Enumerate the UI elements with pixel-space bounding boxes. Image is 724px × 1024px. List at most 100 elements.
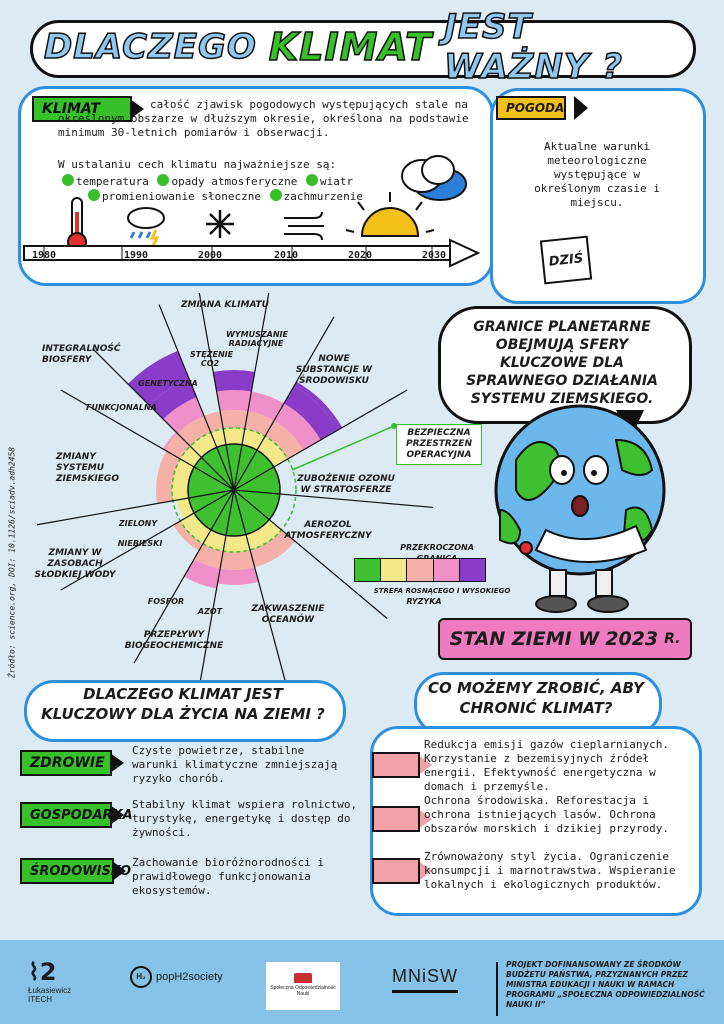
action-text-2: Ochrona środowiska. Reforestacja i ochro… [424, 794, 670, 835]
pogoda-cloud [490, 88, 706, 304]
wedge-novel [274, 403, 321, 450]
title-part1: Dlaczego [43, 26, 257, 68]
title-part3: jest ważny ? [443, 6, 624, 88]
label-aerozol: Aerozol atmosferyczny [284, 520, 372, 541]
wheel-spoke [233, 292, 270, 491]
h2-icon: H₂ [130, 966, 152, 988]
label-azot: Azot [197, 607, 223, 616]
bullet-icon [62, 174, 74, 186]
wedge-functional-2 [162, 432, 178, 450]
year-label: 2000 [198, 250, 223, 261]
legend-risk: ryzyka [406, 597, 442, 606]
tag-zdrowie: Zdrowie [20, 750, 124, 776]
safe-space-label: Bezpieczna przestrzeń operacyjna [396, 424, 482, 465]
wind-icon [284, 211, 324, 241]
label-zasoby: Zmiany w zasobach słodkiej wody [34, 548, 116, 580]
wedge-climate-co2 [213, 370, 255, 392]
label-zmiany-systemu: Zmiany systemu ziemskiego [56, 452, 119, 484]
label-przeplywy: Przepływy biogeochemiczne [124, 630, 224, 651]
label-integralnosc: Integralność biosfery [42, 344, 121, 365]
label-zakwaszenie: Zakwaszenie oceanów [251, 604, 325, 625]
pogoda-tag-arrow [574, 96, 588, 120]
wheel-spoke [198, 489, 235, 688]
wedge-land [156, 451, 181, 504]
legend-swatch [381, 559, 408, 581]
year-label: 2010 [274, 250, 299, 261]
spol-logo: Społeczna Odpowiedzialność Nauki [266, 962, 340, 1010]
action-tag [372, 752, 432, 778]
wedge-forcing [247, 391, 284, 421]
label-zmiana-klimatu: Zmiana klimatu [181, 300, 269, 310]
label-zielony: Zielony [118, 519, 158, 528]
wheel-spoke [133, 489, 235, 664]
book-icon [294, 973, 312, 983]
label-wymuszanie: Wymuszanie radiacyjne [226, 330, 288, 348]
pogoda-tag: Pogoda [496, 96, 566, 120]
label-fosfor: Fosfor [147, 597, 185, 606]
wedge-novel [294, 381, 343, 430]
snowflake-icon [206, 210, 234, 238]
legend-swatch [459, 559, 486, 581]
co-mozemy-title-cloud [414, 672, 662, 736]
footer [0, 940, 724, 1024]
year-label: 1980 [32, 250, 57, 261]
stan-ziemi-suffix: r. [664, 631, 681, 647]
legend-swatch [407, 559, 434, 581]
action-text-1: Redukcja emisji gazów cieplarnianych. Ko… [424, 738, 670, 793]
mnisw-logo: MNiSW [392, 966, 458, 993]
dlaczego-title-cloud [24, 680, 346, 742]
legend-zone: strefa rosnącego i wysokiego [373, 587, 511, 595]
wedge-genetic [177, 415, 211, 447]
wedge-forcing [241, 428, 265, 451]
srodowisko-text: Zachowanie bioróżnorodności i prawidłowe… [132, 856, 325, 897]
wedge-phosphorus [203, 529, 227, 552]
project-info: Projekt dofinansowany ze środków budżetu… [506, 960, 705, 1009]
legend-swatch [433, 559, 460, 581]
tag-srodowisko: Środowisko [20, 858, 131, 884]
safe-space-pointer [291, 425, 395, 471]
year-label: 1990 [124, 250, 149, 261]
wheel-spoke [60, 389, 235, 491]
timeline-labels: 1980 1990 2000 2010 2020 2030 [22, 250, 482, 264]
label-nowe: Nowe substancje w środowisku [295, 354, 373, 386]
footer-divider [496, 962, 498, 1016]
stan-ziemi-banner: Stan Ziemi w 2023 r. [438, 618, 692, 660]
wedge-ocean [245, 519, 282, 550]
klimat-features-intro: W ustalaniu cech klimatu najważniejsze s… [58, 158, 337, 171]
wedge-genetic [127, 350, 190, 406]
stan-ziemi-year: 2023 [605, 628, 659, 650]
wedge-nitrogen [223, 534, 251, 552]
action-tag [372, 858, 432, 884]
dlaczego-title: Dlaczego klimat jest kluczowy dla życia … [41, 685, 325, 723]
label-niebieski: Niebieski [117, 539, 163, 548]
pointer-dot [391, 423, 397, 429]
calendar-icon: Dziś [539, 235, 593, 285]
wedge-blue-water [173, 521, 203, 551]
wedge-land [172, 459, 195, 501]
itech-name: ITECH [28, 995, 52, 1004]
wheel-spoke [92, 348, 235, 491]
wheel-spoke [60, 489, 235, 591]
wheel-spoke [233, 316, 335, 491]
cloud-icon [401, 155, 467, 201]
earth-character-icon [494, 404, 666, 613]
stan-ziemi-text: Stan Ziemi w [449, 628, 600, 650]
title-banner [30, 20, 696, 78]
legend-swatch [355, 559, 382, 581]
wedge-nitrogen [217, 567, 259, 585]
lukasiewicz-name: Łukasiewicz [28, 986, 72, 995]
action-tag [372, 806, 432, 832]
wheel-spoke [233, 489, 287, 684]
co-mozemy-title: Co możemy zrobić, aby chronić klimat? [428, 679, 644, 717]
year-label: 2020 [348, 250, 373, 261]
page-title: Dlaczego Klimat jest ważny ? [43, 6, 684, 88]
zdrowie-text: Czyste powietrze, stabilne warunki klima… [132, 744, 338, 785]
legend-bar [354, 558, 486, 582]
wedge-phosphorus [184, 559, 221, 589]
rain-cloud-icon [127, 207, 165, 247]
klimat-definition: całość zjawisk pogodowych występujących … [58, 98, 469, 139]
source-note: Źródło: science.org, DOI: 10.1126/sciadv… [7, 446, 17, 679]
wheel-spoke [233, 489, 434, 509]
wedge-blue-water [180, 513, 211, 544]
wedge-genetic [163, 397, 205, 434]
